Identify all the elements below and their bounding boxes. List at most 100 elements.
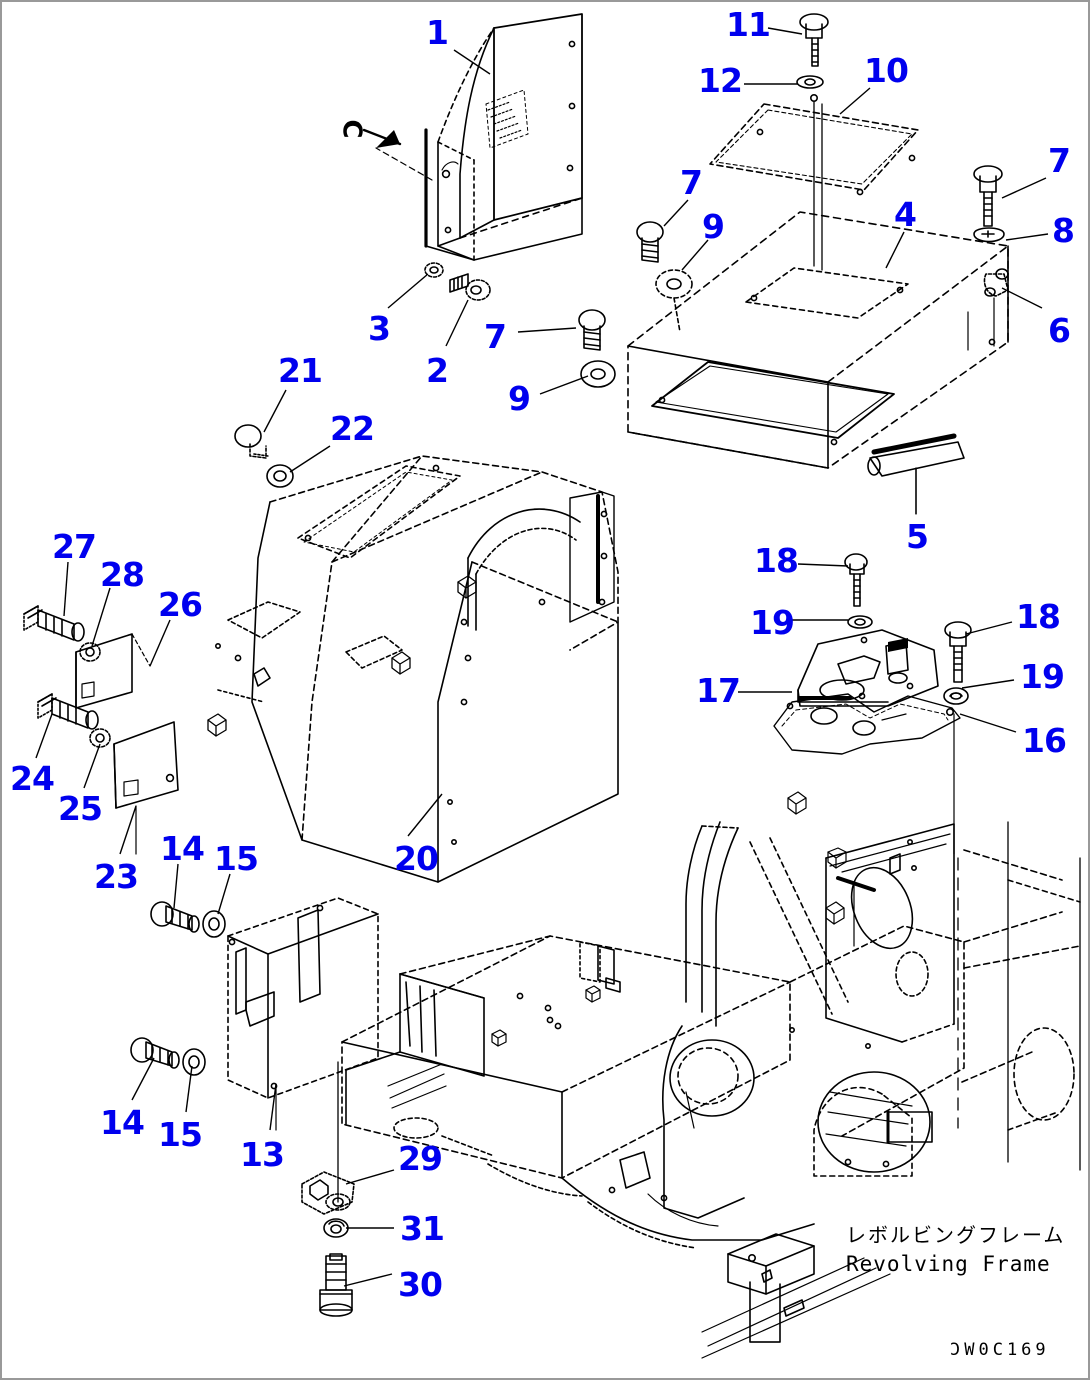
callout-2: 2 xyxy=(426,351,449,390)
leader-line-11 xyxy=(767,27,803,35)
part-23-bracket xyxy=(113,721,179,855)
leader-line-22 xyxy=(289,445,331,473)
part-21-knob xyxy=(234,424,269,459)
callout-19a: 19 xyxy=(750,603,795,642)
part-9-washer-mid xyxy=(655,269,693,333)
leader-line-4 xyxy=(885,231,905,269)
leader-line-19b xyxy=(961,679,1015,689)
callout-31: 31 xyxy=(400,1209,445,1248)
leader-line-13 xyxy=(269,1083,277,1131)
callout-21: 21 xyxy=(278,351,323,390)
part-13-tray-bracket xyxy=(227,897,379,1131)
callout-19b: 19 xyxy=(1020,657,1065,696)
callout-26: 26 xyxy=(158,585,203,624)
leader-line-9a xyxy=(681,239,709,271)
part-27-bolt xyxy=(23,605,85,642)
part-18-bolt-upper xyxy=(844,553,868,607)
part-10-plate xyxy=(709,94,919,271)
leader-line-9b xyxy=(539,375,589,395)
part-11-bolt xyxy=(799,13,829,67)
part-6-clamp xyxy=(983,268,1009,347)
leader-line-8 xyxy=(1005,233,1049,241)
leader-line-7a xyxy=(1001,177,1047,199)
leader-line-15a xyxy=(217,873,231,915)
part-15-washer-upper xyxy=(202,910,226,938)
leader-line-21 xyxy=(263,389,287,433)
caption-japanese: レボルビングフレーム xyxy=(846,1223,1066,1247)
callout-7c: 7 xyxy=(484,317,507,356)
part-25-washer xyxy=(89,728,111,748)
callout-15a: 15 xyxy=(214,839,259,878)
part-15-washer-lower xyxy=(182,1048,206,1076)
callout-13: 13 xyxy=(240,1135,285,1174)
callout-11: 11 xyxy=(726,5,771,44)
leader-line-7b xyxy=(663,199,689,227)
part-20-side-cover xyxy=(207,455,619,883)
callout-9b: 9 xyxy=(508,379,531,418)
part-4-hood xyxy=(627,211,1009,469)
leader-line-24 xyxy=(35,713,53,759)
part-18-bolt-right xyxy=(944,621,972,683)
part-2-bolt xyxy=(449,273,491,301)
leader-line-18a xyxy=(797,563,849,567)
part-14-bolt-lower xyxy=(130,1037,180,1069)
leader-line-30 xyxy=(343,1273,393,1287)
drawing-code: ƆW0C169 xyxy=(950,1340,1050,1360)
callout-23: 23 xyxy=(94,857,139,896)
leader-line-6 xyxy=(1001,287,1043,309)
section-mark-c: C xyxy=(336,119,367,139)
leader-line-14a xyxy=(173,863,179,909)
leader-line-26 xyxy=(149,619,171,667)
part-8-nut xyxy=(973,227,1005,243)
leader-line-10 xyxy=(839,87,871,115)
leader-line-27 xyxy=(63,561,69,617)
leader-line-28 xyxy=(91,587,111,647)
callout-10: 10 xyxy=(864,51,909,90)
callout-4: 4 xyxy=(894,195,917,234)
callout-22: 22 xyxy=(330,409,375,448)
leader-line-23 xyxy=(119,805,137,855)
callout-14a: 14 xyxy=(160,829,205,868)
part-22-washer xyxy=(266,464,294,488)
leader-line-15b xyxy=(185,1065,193,1113)
callout-14b: 14 xyxy=(100,1103,145,1142)
leader-line-1 xyxy=(453,49,491,75)
callout-24: 24 xyxy=(10,759,55,798)
callout-28: 28 xyxy=(100,555,145,594)
callout-6: 6 xyxy=(1048,311,1071,350)
part-7-bolt-mid xyxy=(636,221,664,263)
callout-30: 30 xyxy=(398,1265,443,1304)
part-17-bracket xyxy=(797,629,939,707)
callout-15b: 15 xyxy=(158,1115,203,1154)
leader-line-20 xyxy=(407,793,443,837)
part-3-washer xyxy=(424,262,444,278)
callout-1: 1 xyxy=(426,13,449,52)
leader-line-3 xyxy=(387,273,429,309)
callout-18a: 18 xyxy=(754,541,799,580)
part-24-bolt xyxy=(37,693,99,730)
callout-25: 25 xyxy=(58,789,103,828)
part-31-washer xyxy=(323,1218,349,1238)
callout-29: 29 xyxy=(398,1139,443,1178)
callout-16: 16 xyxy=(1022,721,1067,760)
callout-20: 20 xyxy=(394,839,439,878)
part-19-washer-upper xyxy=(847,615,873,629)
part-29-plate xyxy=(301,1061,355,1215)
part-30-bolt xyxy=(319,1253,353,1317)
leader-line-2 xyxy=(445,299,469,347)
callout-17: 17 xyxy=(696,671,741,710)
callout-8: 8 xyxy=(1052,211,1075,250)
callout-27: 27 xyxy=(52,527,97,566)
part-28-washer xyxy=(79,642,101,662)
part-26-bracket xyxy=(75,633,151,709)
part-9-washer-left xyxy=(580,360,616,388)
callout-9a: 9 xyxy=(702,207,725,246)
part-12-washer xyxy=(796,75,824,89)
part-1-cover-panel xyxy=(362,13,583,261)
callout-18b: 18 xyxy=(1016,597,1061,636)
part-19-washer-right xyxy=(943,687,969,705)
callout-7b: 7 xyxy=(680,163,703,202)
callout-7a: 7 xyxy=(1048,141,1071,180)
